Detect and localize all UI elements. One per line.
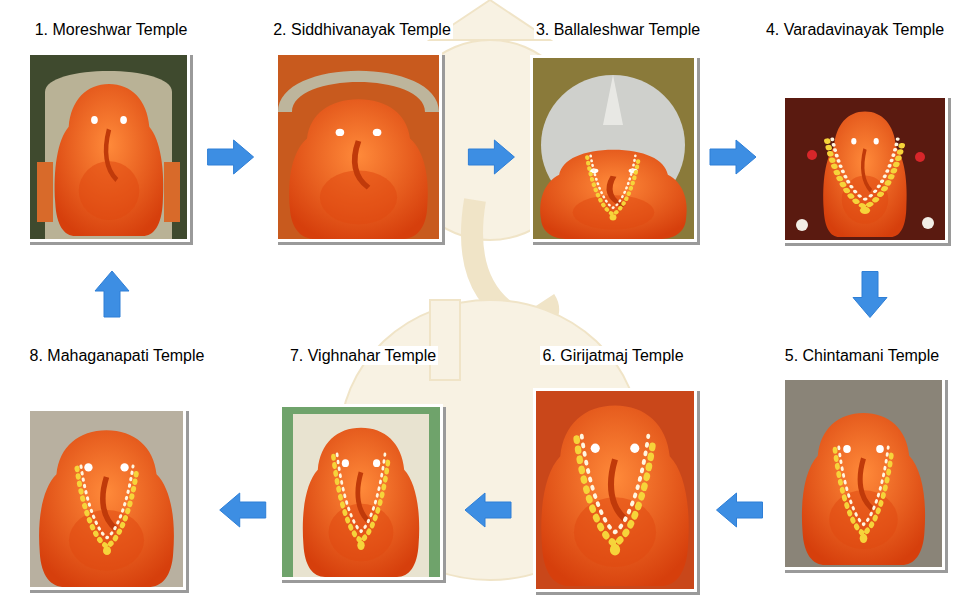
photo-shadow xyxy=(278,55,445,245)
idol-photo xyxy=(275,52,445,245)
flow-arrow xyxy=(710,140,756,174)
idol-photo xyxy=(782,377,948,573)
temple-card: 2. Siddhivanayak Temple xyxy=(271,20,453,242)
photo-frame xyxy=(27,408,186,590)
flower-garland xyxy=(333,454,388,550)
shrine-niche xyxy=(293,414,429,577)
temple-label: 6. Girijatmaj Temple xyxy=(540,346,685,365)
flower xyxy=(915,152,925,162)
photo-shadow xyxy=(785,98,951,246)
temple-label: 1. Moreshwar Temple xyxy=(33,20,190,39)
temple-label: 5. Chintamani Temple xyxy=(783,346,941,365)
temple-card: 3. Ballaleshwar Temple xyxy=(530,20,702,242)
side-figure xyxy=(164,162,180,222)
temple-card: 1. Moreshwar Temple xyxy=(27,20,190,242)
photo-frame xyxy=(275,52,442,242)
idol-figure xyxy=(289,99,428,239)
temple-card: 5. Chintamani Temple xyxy=(782,346,945,570)
shrine-arch xyxy=(45,71,172,239)
idol-photo xyxy=(782,95,951,246)
photo-frame xyxy=(279,404,443,580)
idol-figure xyxy=(303,428,419,577)
flow-arrow xyxy=(717,493,763,527)
photo-frame xyxy=(782,95,948,243)
photo-ground xyxy=(30,411,183,587)
flower xyxy=(807,150,817,160)
flow-arrow xyxy=(95,271,129,317)
flow-arrow xyxy=(220,493,266,527)
flower-garland xyxy=(77,466,137,555)
photo-ground xyxy=(278,55,439,239)
photo-ground xyxy=(30,55,187,239)
temple-card: 4. Varadavinayak Temple xyxy=(764,20,948,243)
flow-arrow xyxy=(465,493,511,527)
photo-shadow xyxy=(30,411,189,593)
photo-ground xyxy=(282,407,440,577)
photo-ground xyxy=(785,380,942,567)
idol-figure xyxy=(541,406,688,587)
photo-frame xyxy=(533,388,697,592)
flower-heap xyxy=(796,150,934,231)
temple-label: 4. Varadavinayak Temple xyxy=(764,20,946,39)
flow-arrow xyxy=(853,272,887,318)
photo-ground xyxy=(533,58,694,239)
photo-ground xyxy=(536,391,694,589)
photo-shadow xyxy=(785,380,948,573)
temple-card: 8. Mahaganapati Temple xyxy=(27,346,206,590)
photo-shadow xyxy=(533,58,700,245)
side-figure xyxy=(37,162,53,222)
flower-garland xyxy=(827,139,903,214)
photo-shadow xyxy=(282,407,446,583)
temple-label: 8. Mahaganapati Temple xyxy=(28,346,207,365)
idol-photo xyxy=(530,55,700,245)
idol-figure xyxy=(823,112,906,237)
flower xyxy=(922,217,934,229)
idol-photo xyxy=(279,404,446,583)
watermark-hand xyxy=(430,300,460,380)
photo-frame xyxy=(530,55,697,242)
photo-shadow xyxy=(536,391,700,595)
idol-figure xyxy=(802,413,925,565)
flower-garland xyxy=(587,156,639,221)
temple-card: 7. Vighnahar Temple xyxy=(279,346,443,580)
idol-photo xyxy=(27,52,193,245)
flower-garland xyxy=(835,447,892,543)
silver-crown xyxy=(603,75,623,125)
temple-label: 2. Siddhivanayak Temple xyxy=(271,20,453,39)
photo-frame xyxy=(782,377,945,570)
photo-ground xyxy=(785,98,945,240)
idol-figure xyxy=(540,150,686,239)
temple-card: 6. Girijatmaj Temple xyxy=(533,346,697,592)
flow-arrow xyxy=(208,140,254,174)
idol-figure xyxy=(55,84,164,236)
idol-photo xyxy=(27,408,189,593)
temple-label: 3. Ballaleshwar Temple xyxy=(534,20,702,39)
flower-garland xyxy=(577,436,654,556)
flower xyxy=(796,219,808,231)
photo-frame xyxy=(27,52,190,242)
flow-arrow xyxy=(468,140,514,174)
idol-photo xyxy=(533,388,700,595)
idol-figure xyxy=(39,430,174,587)
temple-label: 7. Vighnahar Temple xyxy=(288,346,438,365)
photo-shadow xyxy=(30,55,193,245)
